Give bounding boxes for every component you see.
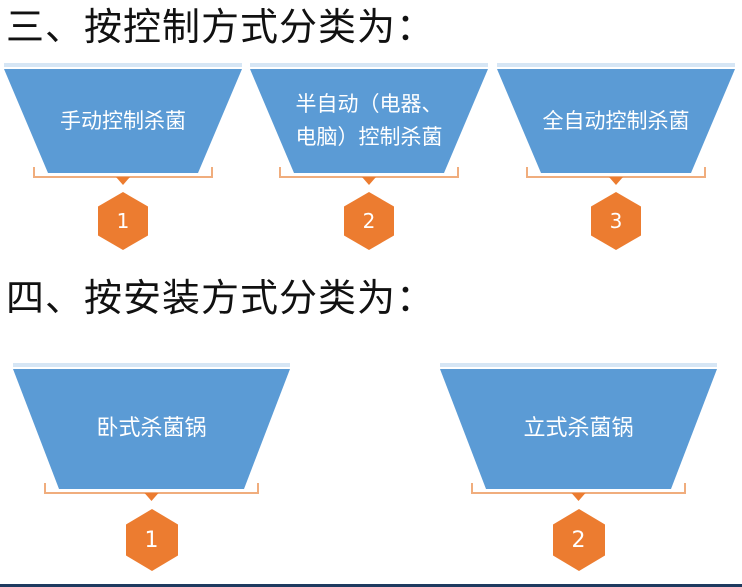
panel-pointer xyxy=(362,177,376,185)
item-label: 全自动控制杀菌 xyxy=(497,69,735,173)
item-number-badge: 2 xyxy=(552,509,605,571)
funnel-panel xyxy=(4,63,242,185)
item-number: 3 xyxy=(609,209,623,233)
panel-top-strip xyxy=(250,63,488,67)
install-item-horizontal: 卧式杀菌锅 1 xyxy=(13,363,290,571)
panel-pointer xyxy=(116,177,130,185)
item-label-line: 半自动（电器、 xyxy=(295,92,443,117)
item-number-badge: 1 xyxy=(98,192,148,250)
item-number-badge: 1 xyxy=(125,509,178,571)
panel-trapezoid xyxy=(13,369,290,489)
control-item-semi-automatic: 半自动（电器、 电脑）控制杀菌 2 xyxy=(250,63,488,250)
control-item-manual: 手动控制杀菌 1 xyxy=(4,63,242,250)
bottom-rule xyxy=(0,584,742,587)
item-number-badge: 3 xyxy=(591,192,641,250)
item-label-line: 全自动控制杀菌 xyxy=(542,108,690,133)
panel-trapezoid xyxy=(497,69,735,173)
hexagon-shape xyxy=(552,509,605,571)
panel-trapezoid xyxy=(440,369,717,489)
hexagon-shape xyxy=(344,192,394,250)
item-label-line: 卧式杀菌锅 xyxy=(96,415,207,441)
panel-pointer xyxy=(571,493,586,501)
panel-pointer xyxy=(144,493,159,501)
item-number: 1 xyxy=(144,527,159,553)
funnel-panel xyxy=(440,363,717,501)
funnel-panel xyxy=(250,63,488,185)
hexagon-shape xyxy=(125,509,178,571)
panel-trapezoid xyxy=(4,69,242,173)
item-label: 立式杀菌锅 xyxy=(440,369,717,489)
control-item-automatic: 全自动控制杀菌 3 xyxy=(497,63,735,250)
item-number-badge: 2 xyxy=(344,192,394,250)
section-heading-control: 三、按控制方式分类为： xyxy=(6,5,436,49)
panel-pointer xyxy=(609,177,623,185)
panel-trapezoid xyxy=(250,69,488,173)
panel-top-strip xyxy=(497,63,735,67)
section-heading-install: 四、按安装方式分类为： xyxy=(6,276,436,320)
item-label-line: 立式杀菌锅 xyxy=(523,415,634,441)
item-number: 2 xyxy=(362,209,376,233)
funnel-panel xyxy=(13,363,290,501)
install-item-vertical: 立式杀菌锅 2 xyxy=(440,363,717,571)
panel-top-strip xyxy=(4,63,242,67)
item-number: 1 xyxy=(116,209,130,233)
item-label: 半自动（电器、 电脑）控制杀菌 xyxy=(250,69,488,173)
panel-top-strip xyxy=(13,363,290,367)
item-number: 2 xyxy=(571,527,586,553)
item-label-line: 手动控制杀菌 xyxy=(60,108,186,133)
hexagon-shape xyxy=(98,192,148,250)
item-label: 手动控制杀菌 xyxy=(4,69,242,173)
panel-top-strip xyxy=(440,363,717,367)
item-label: 卧式杀菌锅 xyxy=(13,369,290,489)
funnel-panel xyxy=(497,63,735,185)
hexagon-shape xyxy=(591,192,641,250)
item-label-line: 电脑）控制杀菌 xyxy=(295,125,443,149)
